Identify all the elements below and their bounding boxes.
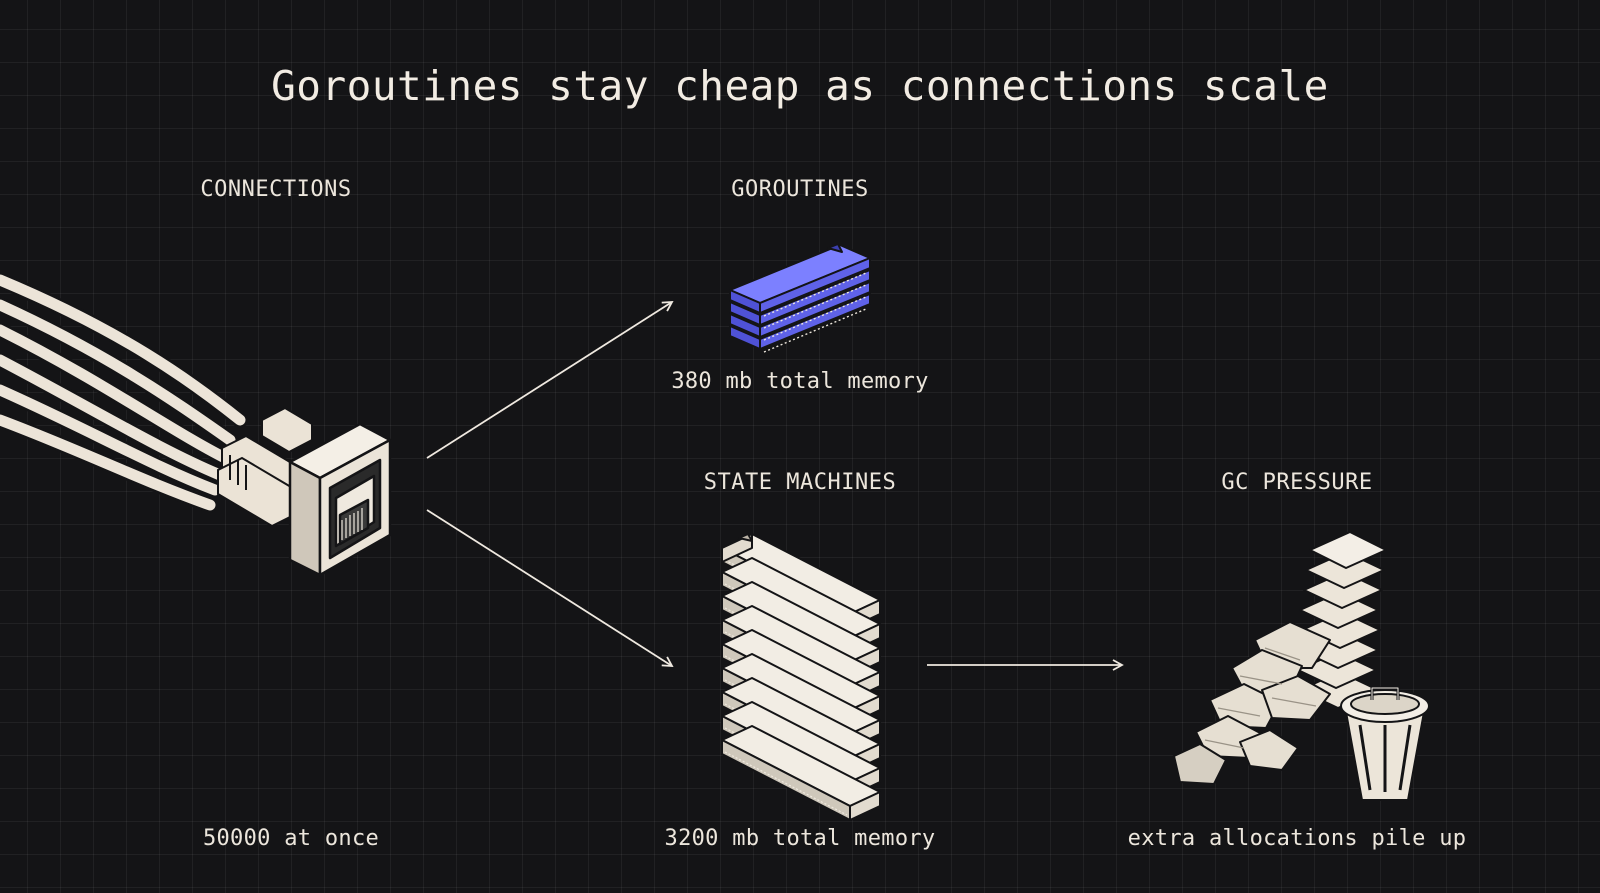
goroutines-caption: 380 mb total memory	[671, 369, 929, 394]
connections-caption: 50000 at once	[202, 826, 380, 851]
ethernet-cables-icon	[0, 272, 392, 577]
large-memory-stack-icon	[721, 533, 881, 821]
goroutines-heading: GOROUTINES	[731, 177, 869, 202]
page-title: Goroutines stay cheap as connections sca…	[271, 62, 1329, 110]
connections-heading: CONNECTIONS	[200, 177, 352, 202]
connections-to-goroutines-arrow	[426, 301, 674, 459]
state-machines-caption: 3200 mb total memory	[664, 826, 936, 851]
state-machines-heading: STATE MACHINES	[703, 470, 897, 495]
connections-to-state-machines-arrow	[426, 509, 674, 667]
paper-pile-trash-icon	[1173, 531, 1430, 801]
gc-pressure-heading: GC PRESSURE	[1221, 470, 1373, 495]
gc-pressure-caption: extra allocations pile up	[1127, 826, 1467, 851]
small-memory-stack-icon	[729, 243, 871, 353]
